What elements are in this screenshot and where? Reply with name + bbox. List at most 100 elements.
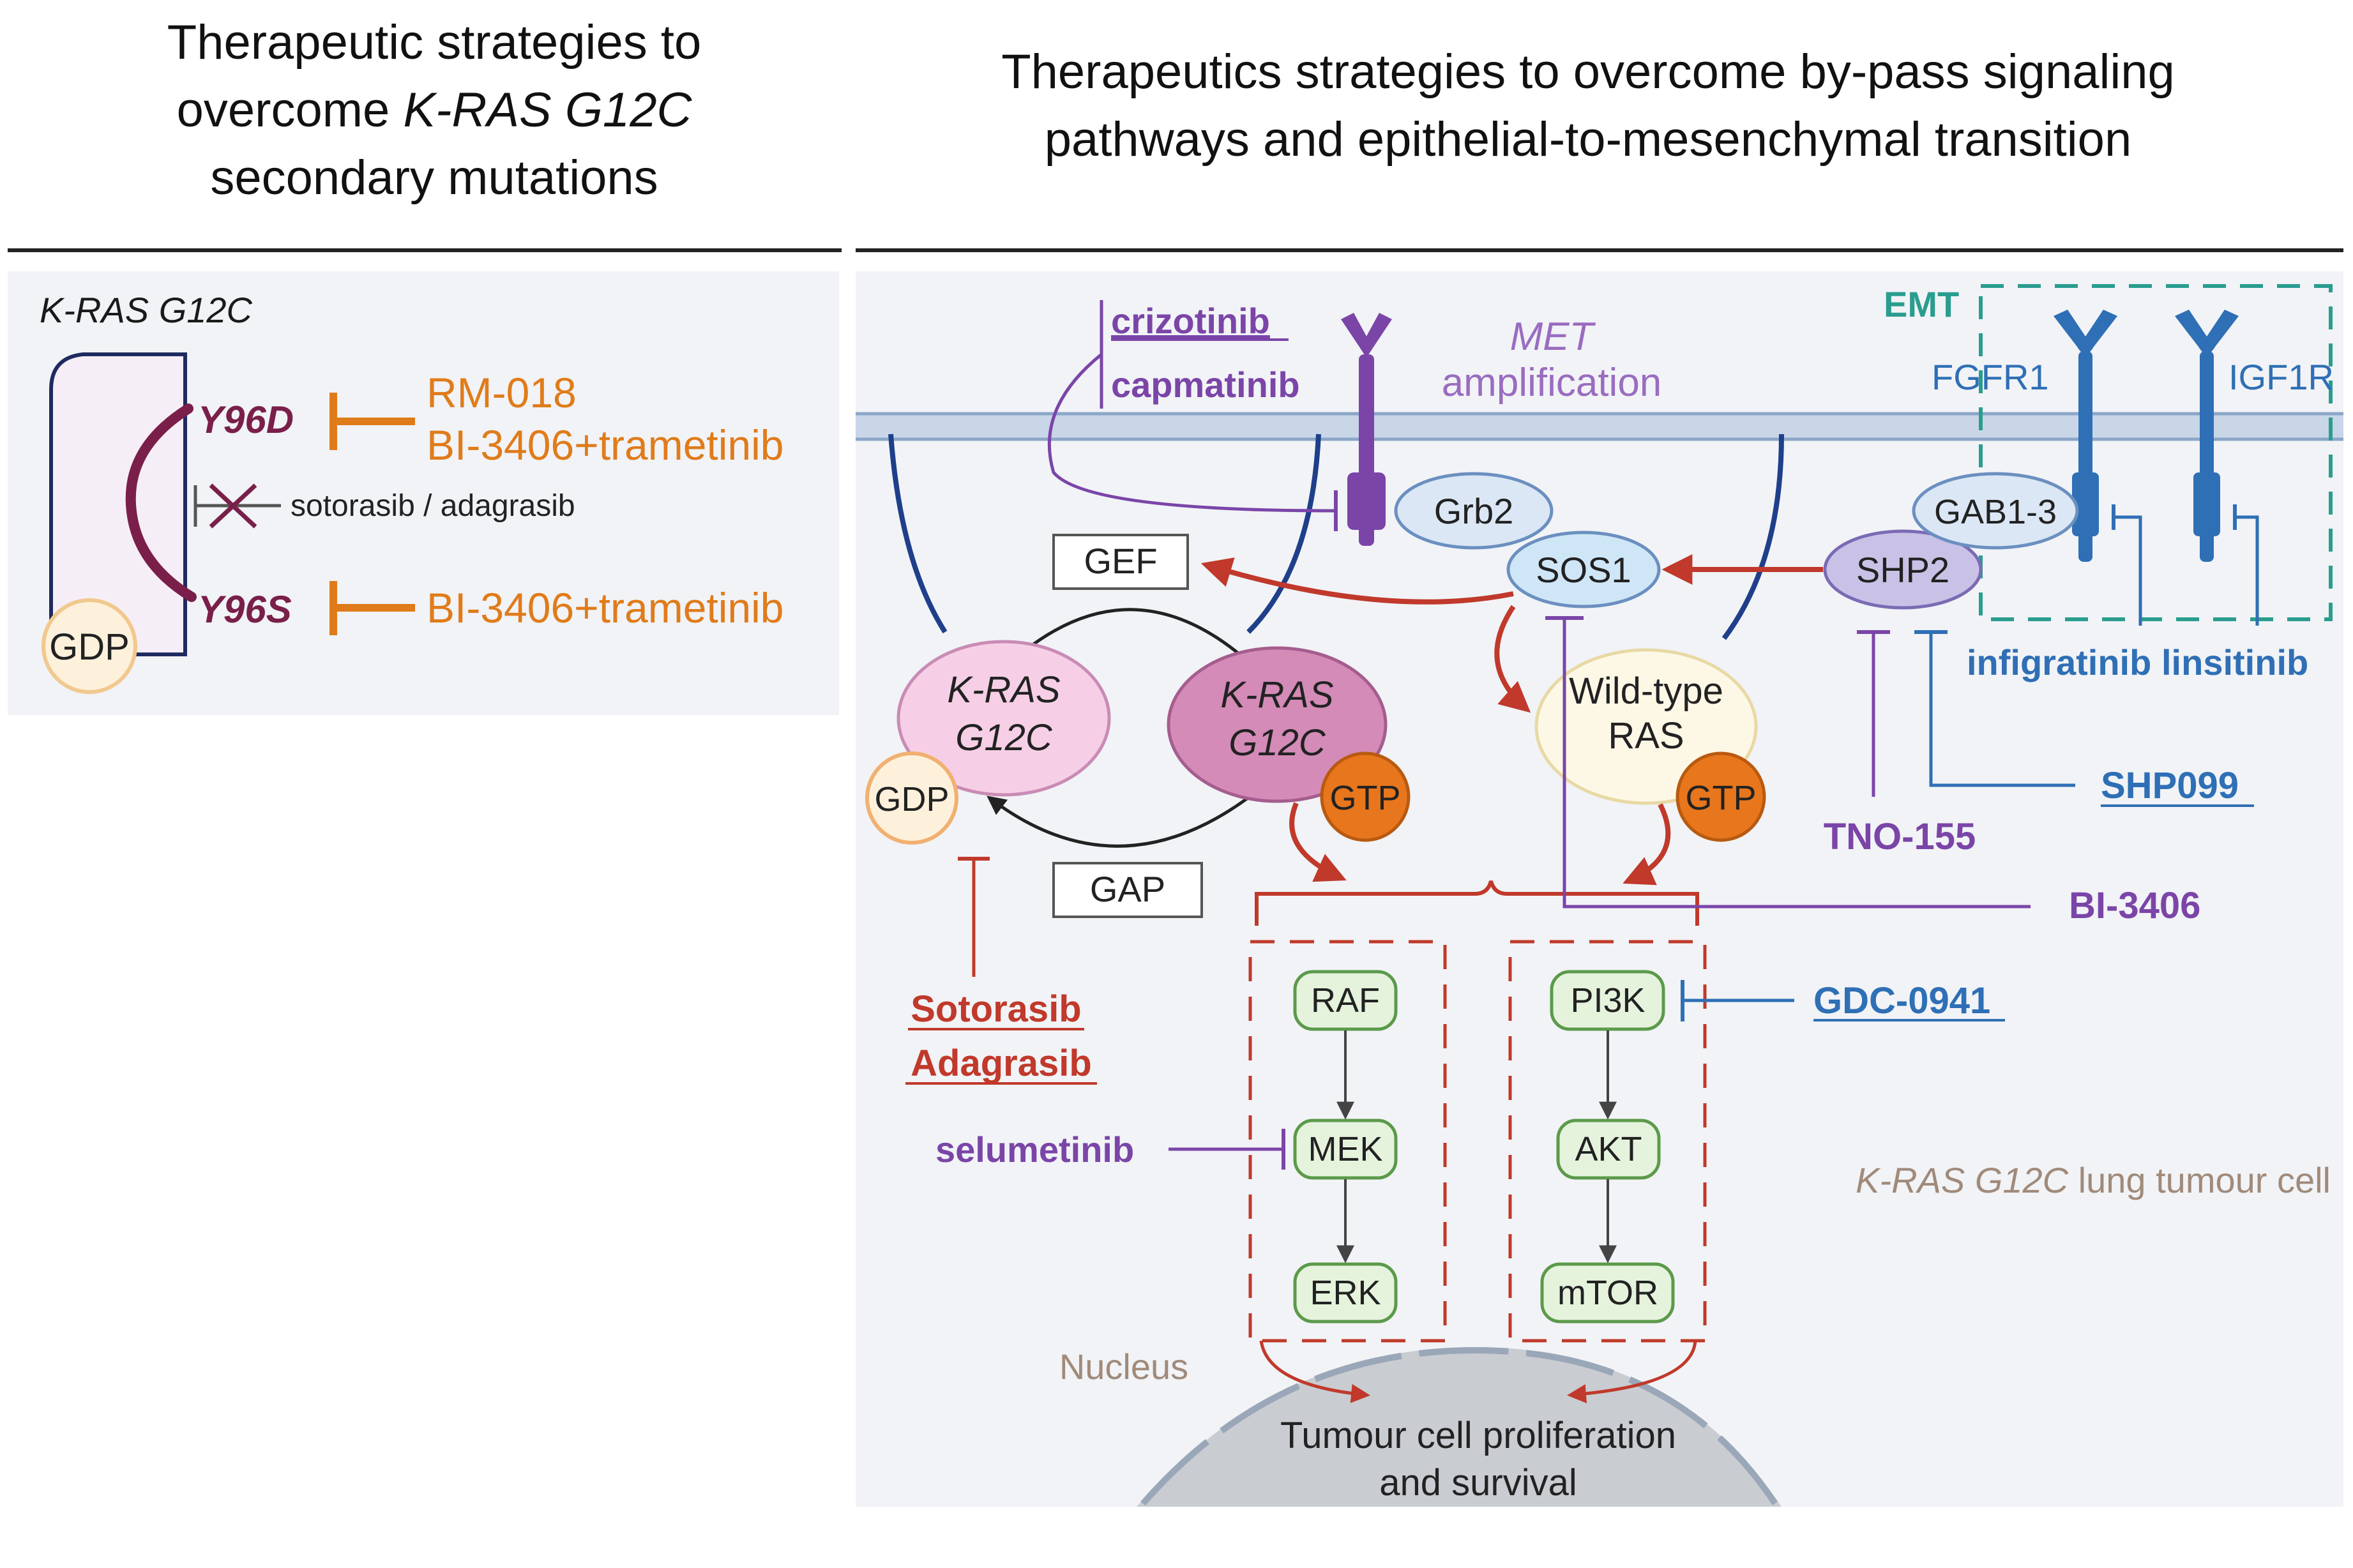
outcome-line2: and survival bbox=[1379, 1462, 1577, 1504]
cell-type-label: K-RAS G12C lung tumour cell bbox=[1856, 1160, 2331, 1200]
wt-ras-label-line2: RAS bbox=[1608, 715, 1684, 757]
bi3406-label[interactable]: BI-3406 bbox=[2069, 885, 2200, 926]
crizotinib-label[interactable]: crizotinib bbox=[1111, 301, 1270, 341]
gab-node bbox=[1912, 472, 2079, 550]
right-header: Therapeutics strategies to overcome by-p… bbox=[1001, 45, 2175, 167]
bi-trametinib-2-label: BI-3406+trametinib bbox=[427, 584, 784, 631]
bi3406-line bbox=[1562, 618, 2031, 908]
left-header-line3: secondary mutations bbox=[210, 151, 658, 205]
gtp-node-circle-2 bbox=[1676, 751, 1766, 842]
raf-label: RAF bbox=[1311, 981, 1380, 1020]
shp099-label[interactable]: SHP099 bbox=[2101, 765, 2239, 806]
gdc0941-label[interactable]: GDC-0941 bbox=[1813, 980, 1990, 1021]
fgfr1-receptor-icon bbox=[2054, 310, 2117, 562]
gtp-node-label-2: GTP bbox=[1685, 779, 1756, 817]
selumetinib-label[interactable]: selumetinib bbox=[935, 1129, 1134, 1170]
kras-gtp-node bbox=[1167, 646, 1388, 803]
right-header-line2: pathways and epithelial-to-mesenchymal t… bbox=[1045, 112, 2131, 167]
left-panel: K-RAS G12C GDP Y96D Y96S RM-018 BI-3406+… bbox=[8, 271, 839, 715]
sos1-label: SOS1 bbox=[1536, 550, 1631, 590]
mek-node bbox=[1293, 1119, 1398, 1180]
switch-ii-pocket bbox=[125, 403, 197, 602]
emt-label: EMT bbox=[1884, 284, 1959, 324]
grb2-label: Grb2 bbox=[1434, 491, 1514, 531]
gdp-node-circle bbox=[865, 751, 958, 845]
nucleus-envelope bbox=[1140, 1346, 1778, 1506]
shp2-node bbox=[1823, 529, 1983, 610]
left-header-line2: overcome K-RAS G12C bbox=[177, 83, 693, 137]
raf-node bbox=[1293, 970, 1398, 1031]
shp2-label: SHP2 bbox=[1856, 550, 1949, 590]
gef-label: GEF bbox=[1084, 541, 1157, 581]
cell-membrane bbox=[856, 414, 2343, 439]
kras-gtp-label-line1: K-RAS bbox=[1220, 674, 1334, 716]
gap-label: GAP bbox=[1090, 869, 1165, 909]
tno155-label[interactable]: TNO-155 bbox=[1824, 816, 1976, 857]
linsitinib-label[interactable]: linsitinib bbox=[2161, 642, 2308, 682]
mapk-pathway-box bbox=[1248, 940, 1447, 1343]
met-inhibition-path bbox=[1047, 353, 1335, 513]
outcome-line1: Tumour cell proliferation bbox=[1280, 1415, 1676, 1456]
cell-type-label-rest: lung tumour cell bbox=[2068, 1160, 2331, 1200]
mtor-label: mTOR bbox=[1557, 1274, 1658, 1312]
wtras-to-effectors-arrow bbox=[1623, 803, 1671, 886]
mapk-to-nucleus-arrow bbox=[1259, 1340, 1370, 1403]
met-receptor-icon bbox=[1341, 313, 1392, 546]
mtor-node bbox=[1540, 1262, 1675, 1323]
met-label-line1: MET bbox=[1510, 315, 1596, 359]
effector-brace bbox=[1255, 880, 1699, 926]
met-label-line2: amplification bbox=[1442, 361, 1662, 405]
kras-gtp-label-line2: G12C bbox=[1229, 722, 1326, 764]
pi3k-node bbox=[1550, 970, 1665, 1031]
pi3k-label: PI3K bbox=[1570, 981, 1645, 1020]
mek-label: MEK bbox=[1308, 1130, 1382, 1168]
sos1-to-gef-arrow bbox=[1200, 557, 1514, 605]
capmatinib-label[interactable]: capmatinib bbox=[1111, 365, 1300, 405]
gab-label: GAB1-3 bbox=[1934, 493, 2057, 531]
emt-box bbox=[1979, 284, 2333, 621]
gef-box bbox=[1052, 534, 1189, 590]
gtp-node-label-1: GTP bbox=[1329, 779, 1400, 817]
infigratinib-label[interactable]: infigratinib bbox=[1967, 642, 2151, 682]
membrane-tail-mid bbox=[1246, 433, 1321, 634]
left-panel-title: K-RAS G12C bbox=[40, 290, 253, 330]
kras-to-effectors-arrow bbox=[1289, 802, 1347, 882]
kras-gdp-node bbox=[897, 640, 1111, 797]
shp099-line bbox=[1929, 632, 2075, 787]
cell-type-label-italic: K-RAS G12C bbox=[1856, 1160, 2069, 1200]
gtp-node-circle-1 bbox=[1320, 751, 1411, 842]
membrane-tail-left bbox=[888, 433, 948, 634]
gap-box bbox=[1052, 862, 1203, 918]
igf1r-label: IGF1R bbox=[2228, 357, 2334, 397]
fgfr1-label: FGFR1 bbox=[1932, 357, 2049, 397]
cycle-arrow-bottom bbox=[987, 784, 1266, 848]
kras-gdp-label-line1: K-RAS bbox=[947, 669, 1061, 711]
sotorasib-adagrasib-label: sotorasib / adagrasib bbox=[291, 489, 575, 523]
nucleus-label: Nucleus bbox=[1059, 1346, 1188, 1387]
kras-gdp-label-line2: G12C bbox=[955, 717, 1053, 758]
right-header-line1: Therapeutics strategies to overcome by-p… bbox=[1001, 45, 2175, 99]
erk-label: ERK bbox=[1310, 1274, 1381, 1312]
left-header-line2-italic: K-RAS G12C bbox=[403, 83, 692, 137]
erk-node bbox=[1293, 1262, 1398, 1323]
igf1r-receptor-icon bbox=[2175, 310, 2239, 562]
membrane-tail-right bbox=[1721, 433, 1784, 640]
pi3k-pathway-box bbox=[1508, 940, 1707, 1343]
akt-label: AKT bbox=[1575, 1130, 1642, 1168]
gdp-node-label: GDP bbox=[874, 780, 949, 818]
left-header: Therapeutic strategies to overcome K-RAS… bbox=[167, 15, 701, 205]
y96s-label: Y96S bbox=[198, 588, 292, 631]
adagrasib-label[interactable]: Adagrasib bbox=[911, 1043, 1092, 1084]
sos1-to-wtras-arrow bbox=[1494, 605, 1531, 713]
sotorasib-label[interactable]: Sotorasib bbox=[911, 988, 1082, 1030]
pi3k-to-nucleus-arrow bbox=[1567, 1340, 1697, 1404]
left-header-line1: Therapeutic strategies to bbox=[167, 15, 701, 70]
infigratinib-line bbox=[2114, 515, 2142, 626]
grb2-node bbox=[1394, 472, 1554, 550]
gdp-left-circle bbox=[42, 598, 137, 694]
bi-trametinib-1-label: BI-3406+trametinib bbox=[427, 421, 784, 469]
sos1-node bbox=[1506, 531, 1661, 608]
linsitinib-line bbox=[2235, 515, 2259, 626]
left-header-line2-prefix: overcome bbox=[177, 83, 404, 137]
